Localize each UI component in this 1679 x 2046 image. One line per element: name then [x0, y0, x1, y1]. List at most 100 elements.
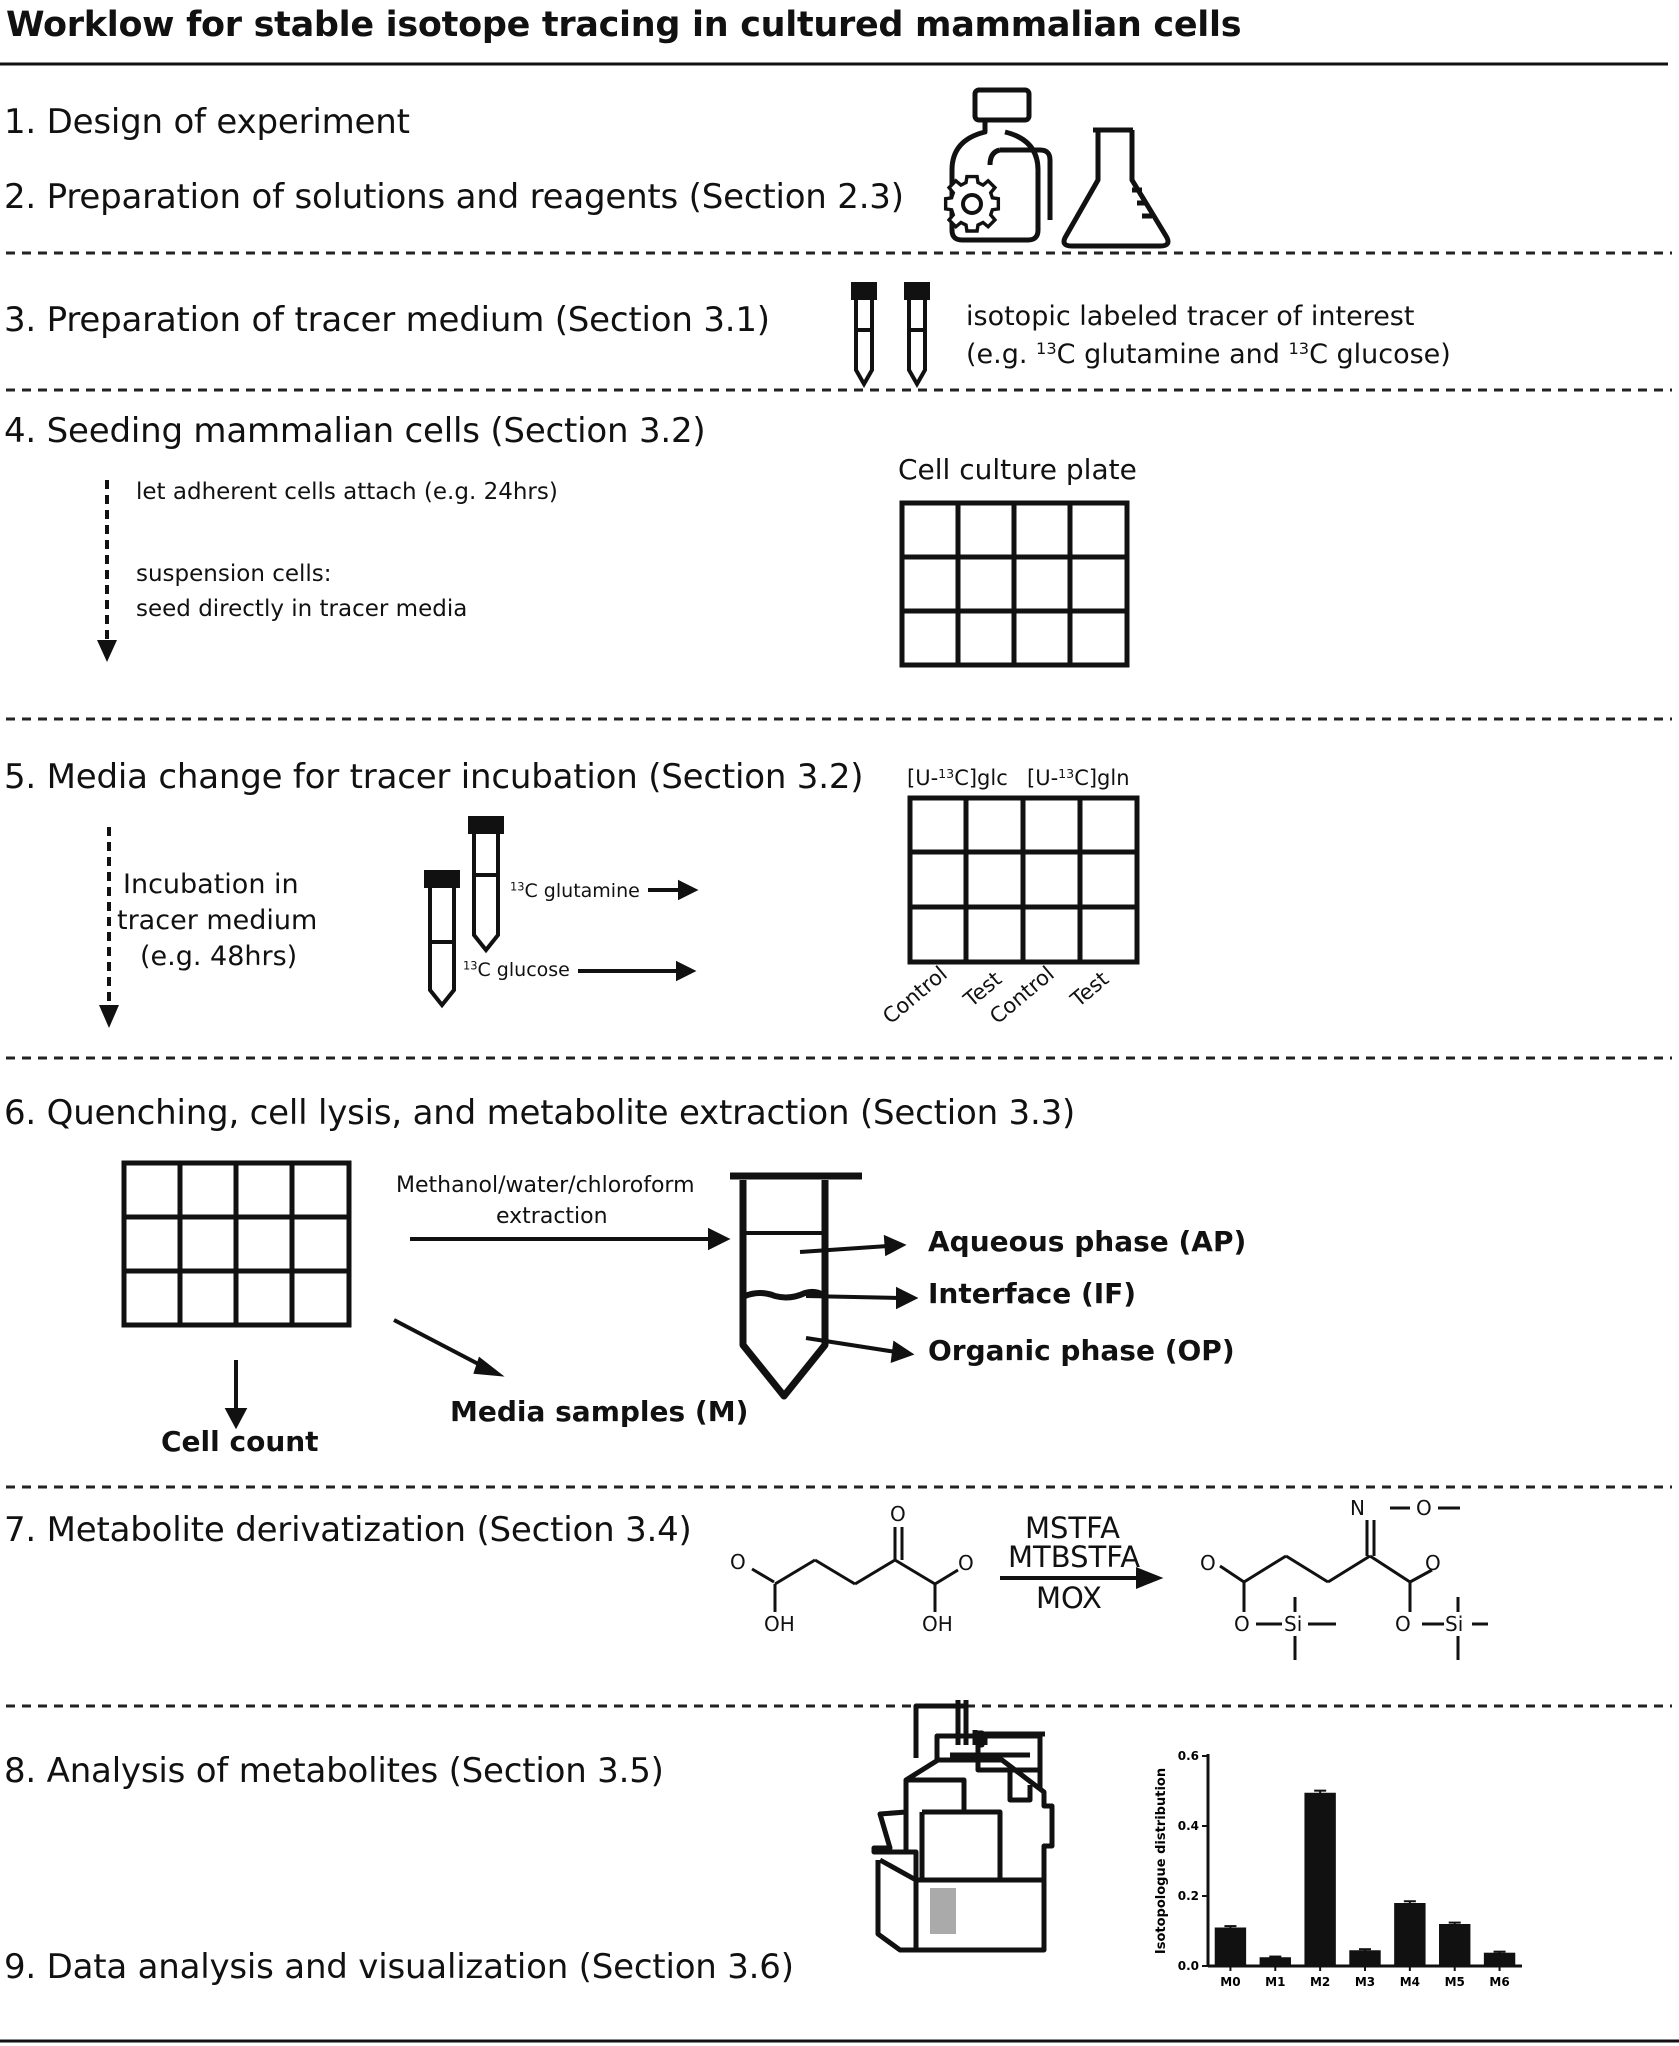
tracer-description: isotopic labeled tracer of interest [966, 301, 1415, 332]
centrifuge-tube [730, 1172, 862, 1400]
tracer-example: (e.g. 13C glutamine and 13C glucose) [966, 339, 1451, 370]
glucose-label: 13C glucose [463, 958, 570, 981]
reagent-mstfa: MSTFA [1025, 1511, 1121, 1545]
step-5-heading: 5. Media change for tracer incubation (S… [4, 757, 864, 797]
chart-x-tick-label: M3 [1355, 1975, 1375, 1989]
reagent-mtbstfa: MTBSTFA [1008, 1540, 1141, 1574]
gln-a: [U- [1027, 766, 1059, 790]
chart-bar-M0 [1214, 1927, 1247, 1966]
interface-label: Interface (IF) [928, 1277, 1137, 1310]
chart-y-tick-label: 0.4 [1178, 1819, 1199, 1833]
alpha-ketoglutarate-structure [751, 1527, 959, 1612]
atom-oh-1: OH [764, 1612, 795, 1636]
gc-ms-door-window [930, 1888, 956, 1934]
gln-b: C]gln [1074, 766, 1130, 790]
chart-x-tick-label: M4 [1400, 1975, 1420, 1989]
step-9-heading: 9. Data analysis and visualization (Sect… [4, 1947, 794, 1987]
reaction-arrow [1000, 1567, 1164, 1589]
atom-o-8: O [1395, 1612, 1411, 1636]
chart-bar-M2 [1304, 1792, 1336, 1966]
derivatized-structure [1219, 1506, 1488, 1660]
atom-o-6: O [1234, 1612, 1250, 1636]
step-2-heading: 2. Preparation of solutions and reagents… [4, 177, 904, 217]
tracer-example-sup2: 13 [1288, 339, 1310, 359]
chart-x-tick-label: M0 [1220, 1975, 1240, 1989]
atom-n: N [1350, 1496, 1365, 1520]
atom-o-1: O [730, 1550, 746, 1574]
tracer-plate [907, 795, 1140, 965]
tracer-example-sup1: 13 [1036, 339, 1057, 359]
figure-title: Worklow for stable isotope tracing in cu… [6, 5, 1242, 45]
phase-arrows [799, 1234, 919, 1363]
flask-icon [1061, 127, 1171, 249]
chart-bar-M6 [1483, 1952, 1516, 1966]
tracer-example-c: C glucose) [1309, 339, 1451, 370]
glucose-text: C glucose [477, 959, 570, 981]
reagent-mox: MOX [1036, 1581, 1102, 1615]
step-3-heading: 3. Preparation of tracer medium (Section… [4, 300, 770, 340]
gear-icon [943, 174, 1001, 233]
atom-o-4: O [1416, 1496, 1432, 1520]
gln-sup: 13 [1058, 766, 1075, 782]
glutamine-label: 13C glutamine [510, 879, 640, 902]
plate-column-gln: [U-13C]gln [1027, 766, 1130, 790]
chart-bar-M3 [1349, 1950, 1381, 1966]
suspension-note-1: suspension cells: [136, 561, 332, 587]
step-6-heading: 6. Quenching, cell lysis, and metabolite… [4, 1093, 1076, 1133]
extraction-method-1: Methanol/water/chloroform [396, 1173, 695, 1198]
glutamine-text: C glutamine [524, 880, 640, 902]
chart-x-tick-label: M1 [1265, 1975, 1285, 1989]
organic-phase-label: Organic phase (OP) [928, 1334, 1235, 1367]
gc-ms-body [875, 1852, 1047, 1953]
section-separators [6, 251, 1672, 1708]
extraction-plate [121, 1160, 352, 1328]
atom-o-3: O [958, 1551, 974, 1575]
incubation-note-2: tracer medium [117, 905, 318, 936]
glc-a: [U- [907, 766, 939, 790]
chart-x-tick-label: M5 [1445, 1975, 1465, 1989]
chart-y-tick-label: 0.6 [1178, 1749, 1199, 1763]
chart-bar-M5 [1439, 1924, 1471, 1966]
chart-y-axis-label: Isotopologue distribution [1154, 1768, 1169, 1954]
cell-count-label: Cell count [161, 1425, 319, 1458]
incubation-note-1: Incubation in [123, 869, 299, 900]
atom-o-5: O [1200, 1551, 1216, 1575]
tracer-tubes-icon [851, 282, 930, 389]
chart-bar-M1 [1259, 1957, 1291, 1966]
plate-column-glc: [U-13C]glc [907, 766, 1008, 790]
step-1-heading: 1. Design of experiment [4, 102, 410, 142]
adherent-note: let adherent cells attach (e.g. 24hrs) [136, 479, 558, 505]
isotopologue-chart: 0.0 0.2 0.4 0.6M0 M1 M2 M3 M4 M5 M6 Isotopologue d… [1154, 1749, 1522, 1989]
chart-x-tick-label: M2 [1310, 1975, 1330, 1989]
atom-o-2: O [890, 1502, 906, 1526]
tracer-arrows [578, 879, 699, 982]
tracer-example-b: C glutamine and [1056, 339, 1289, 370]
plate-label: Cell culture plate [898, 453, 1137, 486]
step-7-heading: 7. Metabolite derivatization (Section 3.… [4, 1510, 692, 1550]
chart-x-tick-label: M6 [1489, 1975, 1509, 1989]
cell-culture-plate [899, 500, 1130, 668]
seeding-arrow [97, 480, 117, 662]
incubation-note-3: (e.g. 48hrs) [140, 941, 298, 972]
media-samples-label: Media samples (M) [450, 1395, 749, 1428]
glutamine-sup: 13 [510, 879, 525, 894]
atom-si-2: Si [1445, 1612, 1464, 1636]
extraction-method-2: extraction [496, 1204, 608, 1229]
glc-b: C]glc [954, 766, 1008, 790]
chart-y-tick-label: 0.0 [1178, 1959, 1199, 1973]
reagent-bottle-icon [949, 87, 1053, 243]
glc-sup: 13 [938, 766, 955, 782]
glucose-sup: 13 [463, 958, 478, 973]
atom-o-7: O [1425, 1551, 1441, 1575]
chart-y-tick-label: 0.2 [1178, 1889, 1199, 1903]
chart-bar-M4 [1394, 1903, 1426, 1966]
tracer-tubes-media-change [424, 816, 504, 1009]
extraction-arrows [224, 1227, 731, 1430]
atom-oh-2: OH [922, 1612, 953, 1636]
step-4-heading: 4. Seeding mammalian cells (Section 3.2) [4, 411, 706, 451]
suspension-note-2: seed directly in tracer media [136, 596, 468, 622]
step-8-heading: 8. Analysis of metabolites (Section 3.5) [4, 1751, 664, 1791]
atom-si-1: Si [1284, 1612, 1303, 1636]
